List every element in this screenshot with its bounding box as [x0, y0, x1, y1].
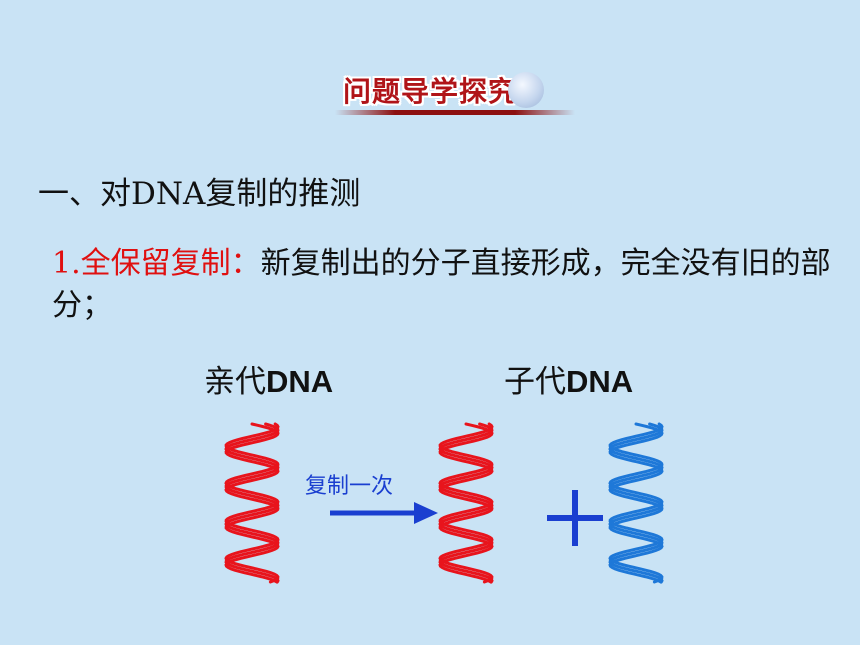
- arrow-label: 复制一次: [305, 474, 394, 499]
- banner-underline: [335, 110, 575, 115]
- child-dna-label-suffix: DNA: [566, 364, 634, 399]
- banner-orb-decoration: [508, 72, 544, 108]
- plus-vertical-bar: [572, 490, 578, 546]
- child-dna-label-prefix: 子代: [504, 364, 566, 400]
- helix-strand-3: [438, 422, 494, 584]
- helix-strand-3: [608, 422, 664, 584]
- plus-sign: +: [547, 490, 603, 546]
- parent-dna-label-prefix: 亲代: [204, 364, 266, 400]
- parent-dna-helix: [224, 422, 280, 584]
- banner-title: 问题导学探究: [343, 75, 518, 108]
- parent-dna-label-suffix: DNA: [266, 364, 334, 399]
- section-banner: 问题导学探究: [335, 66, 575, 116]
- helix-strand-3: [224, 422, 280, 584]
- parent-dna-label: 亲代DNA: [204, 356, 333, 401]
- point-1: 1.全保留复制：新复制出的分子直接形成，完全没有旧的部分；: [52, 243, 832, 327]
- child-dna-helix-new: [608, 422, 664, 584]
- point-1-label: 1.全保留复制：: [52, 246, 261, 281]
- section-heading: 一、对DNA复制的推测: [38, 176, 361, 212]
- child-dna-label: 子代DNA: [504, 356, 633, 401]
- replication-arrow: [330, 502, 438, 524]
- point-1-text: 新复制出的分子直接形成，完全没有旧的部分；: [52, 246, 831, 323]
- arrow-head: [414, 502, 438, 524]
- child-dna-helix-old: [438, 422, 494, 584]
